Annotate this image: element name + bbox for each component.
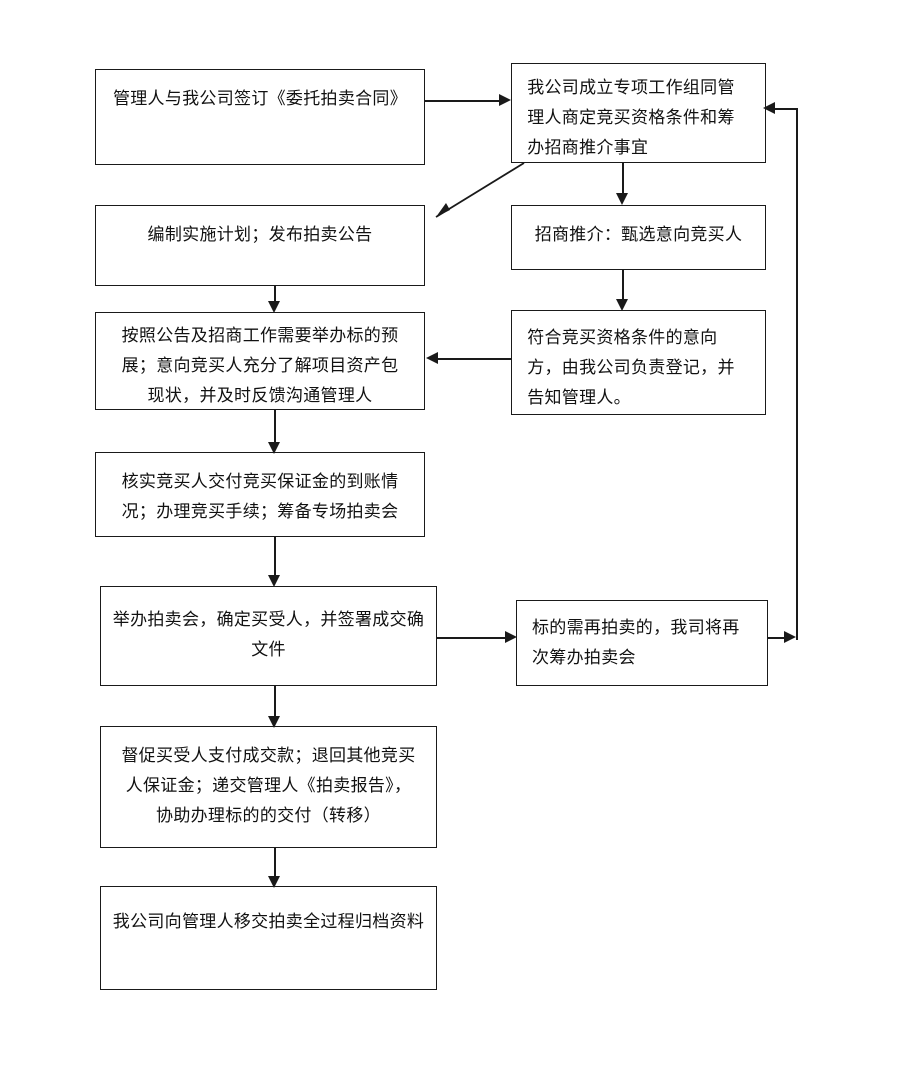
edge-n7-n8-line	[274, 537, 276, 579]
edge-n5-n7-line	[274, 410, 276, 444]
node-establish-task-force[interactable]: 我公司成立专项工作组同管理人商定竞买资格条件和筹办招商推介事宜	[511, 63, 766, 163]
node-label: 核实竞买人交付竞买保证金的到账情况；办理竞买手续；筹备专场拍卖会	[121, 472, 399, 521]
edge-loop-to-n2-line	[774, 108, 798, 110]
node-label: 按照公告及招商工作需要举办标的预展；意向竞买人充分了解项目资产包现状，并及时反馈…	[121, 326, 399, 405]
node-hold-auction-confirm-buyer[interactable]: 举办拍卖会，确定买受人，并签署成交确文件	[100, 586, 437, 686]
node-label: 我公司成立专项工作组同管理人商定竞买资格条件和筹办招商推介事宜	[527, 78, 735, 157]
edge-n2-n4-arrowhead	[616, 193, 628, 205]
edge-n2-n4-line	[622, 163, 624, 195]
edge-n10-n11-arrowhead	[268, 876, 280, 888]
node-label: 举办拍卖会，确定买受人，并签署成交确文件	[112, 610, 425, 659]
edge-n9-loop-arrowhead	[784, 631, 796, 643]
node-label: 管理人与我公司签订《委托拍卖合同》	[112, 89, 408, 108]
edge-n8-n10-line	[274, 686, 276, 718]
edge-n8-n9-line	[437, 637, 509, 639]
edge-n7-n8-arrowhead	[268, 575, 280, 587]
edge-n8-n9-arrowhead	[505, 631, 517, 643]
edge-n1-n2-arrowhead	[499, 94, 511, 106]
node-label: 我公司向管理人移交拍卖全过程归档资料	[112, 912, 425, 931]
node-label: 督促买受人支付成交款；退回其他竞买人保证金；递交管理人《拍卖报告》，协助办理标的…	[121, 746, 416, 825]
node-re-auction-if-needed[interactable]: 标的需再拍卖的，我司将再次筹办拍卖会	[516, 600, 768, 686]
edge-loop-riser	[796, 108, 798, 640]
node-implementation-plan-announcement[interactable]: 编制实施计划；发布拍卖公告	[95, 205, 425, 286]
node-label: 符合竞买资格条件的意向方，由我公司负责登记，并告知管理人。	[527, 328, 735, 407]
node-label: 编制实施计划；发布拍卖公告	[147, 225, 373, 244]
node-sign-entrust-auction-contract[interactable]: 管理人与我公司签订《委托拍卖合同》	[95, 69, 425, 165]
edge-n3-n5-arrowhead	[268, 301, 280, 313]
edge-n6-n5-line	[437, 358, 513, 360]
node-investment-promotion-screening[interactable]: 招商推介：甄选意向竞买人	[511, 205, 766, 270]
edge-n5-n7-arrowhead	[268, 442, 280, 454]
node-label: 标的需再拍卖的，我司将再次筹办拍卖会	[532, 618, 740, 667]
edge-n8-n10-arrowhead	[268, 716, 280, 728]
node-label: 招商推介：甄选意向竞买人	[534, 225, 743, 244]
edge-n1-n2-line	[425, 100, 503, 102]
edge-n6-n5-arrowhead	[426, 352, 438, 364]
node-handover-archive-materials[interactable]: 我公司向管理人移交拍卖全过程归档资料	[100, 886, 437, 990]
edge-n2-n3-diagonal	[435, 162, 525, 218]
edge-n10-n11-line	[274, 848, 276, 878]
edge-loop-to-n2-arrowhead	[763, 102, 775, 114]
edge-n4-n6-line	[622, 270, 624, 302]
node-verify-deposit-and-prepare[interactable]: 核实竞买人交付竞买保证金的到账情况；办理竞买手续；筹备专场拍卖会	[95, 452, 425, 537]
node-preview-and-feedback[interactable]: 按照公告及招商工作需要举办标的预展；意向竞买人充分了解项目资产包现状，并及时反馈…	[95, 312, 425, 410]
node-collect-payment-and-deliver[interactable]: 督促买受人支付成交款；退回其他竞买人保证金；递交管理人《拍卖报告》，协助办理标的…	[100, 726, 437, 848]
edge-n9-loop-stub	[768, 637, 786, 639]
edge-n4-n6-arrowhead	[616, 299, 628, 311]
node-register-qualified-bidders[interactable]: 符合竞买资格条件的意向方，由我公司负责登记，并告知管理人。	[511, 310, 766, 415]
